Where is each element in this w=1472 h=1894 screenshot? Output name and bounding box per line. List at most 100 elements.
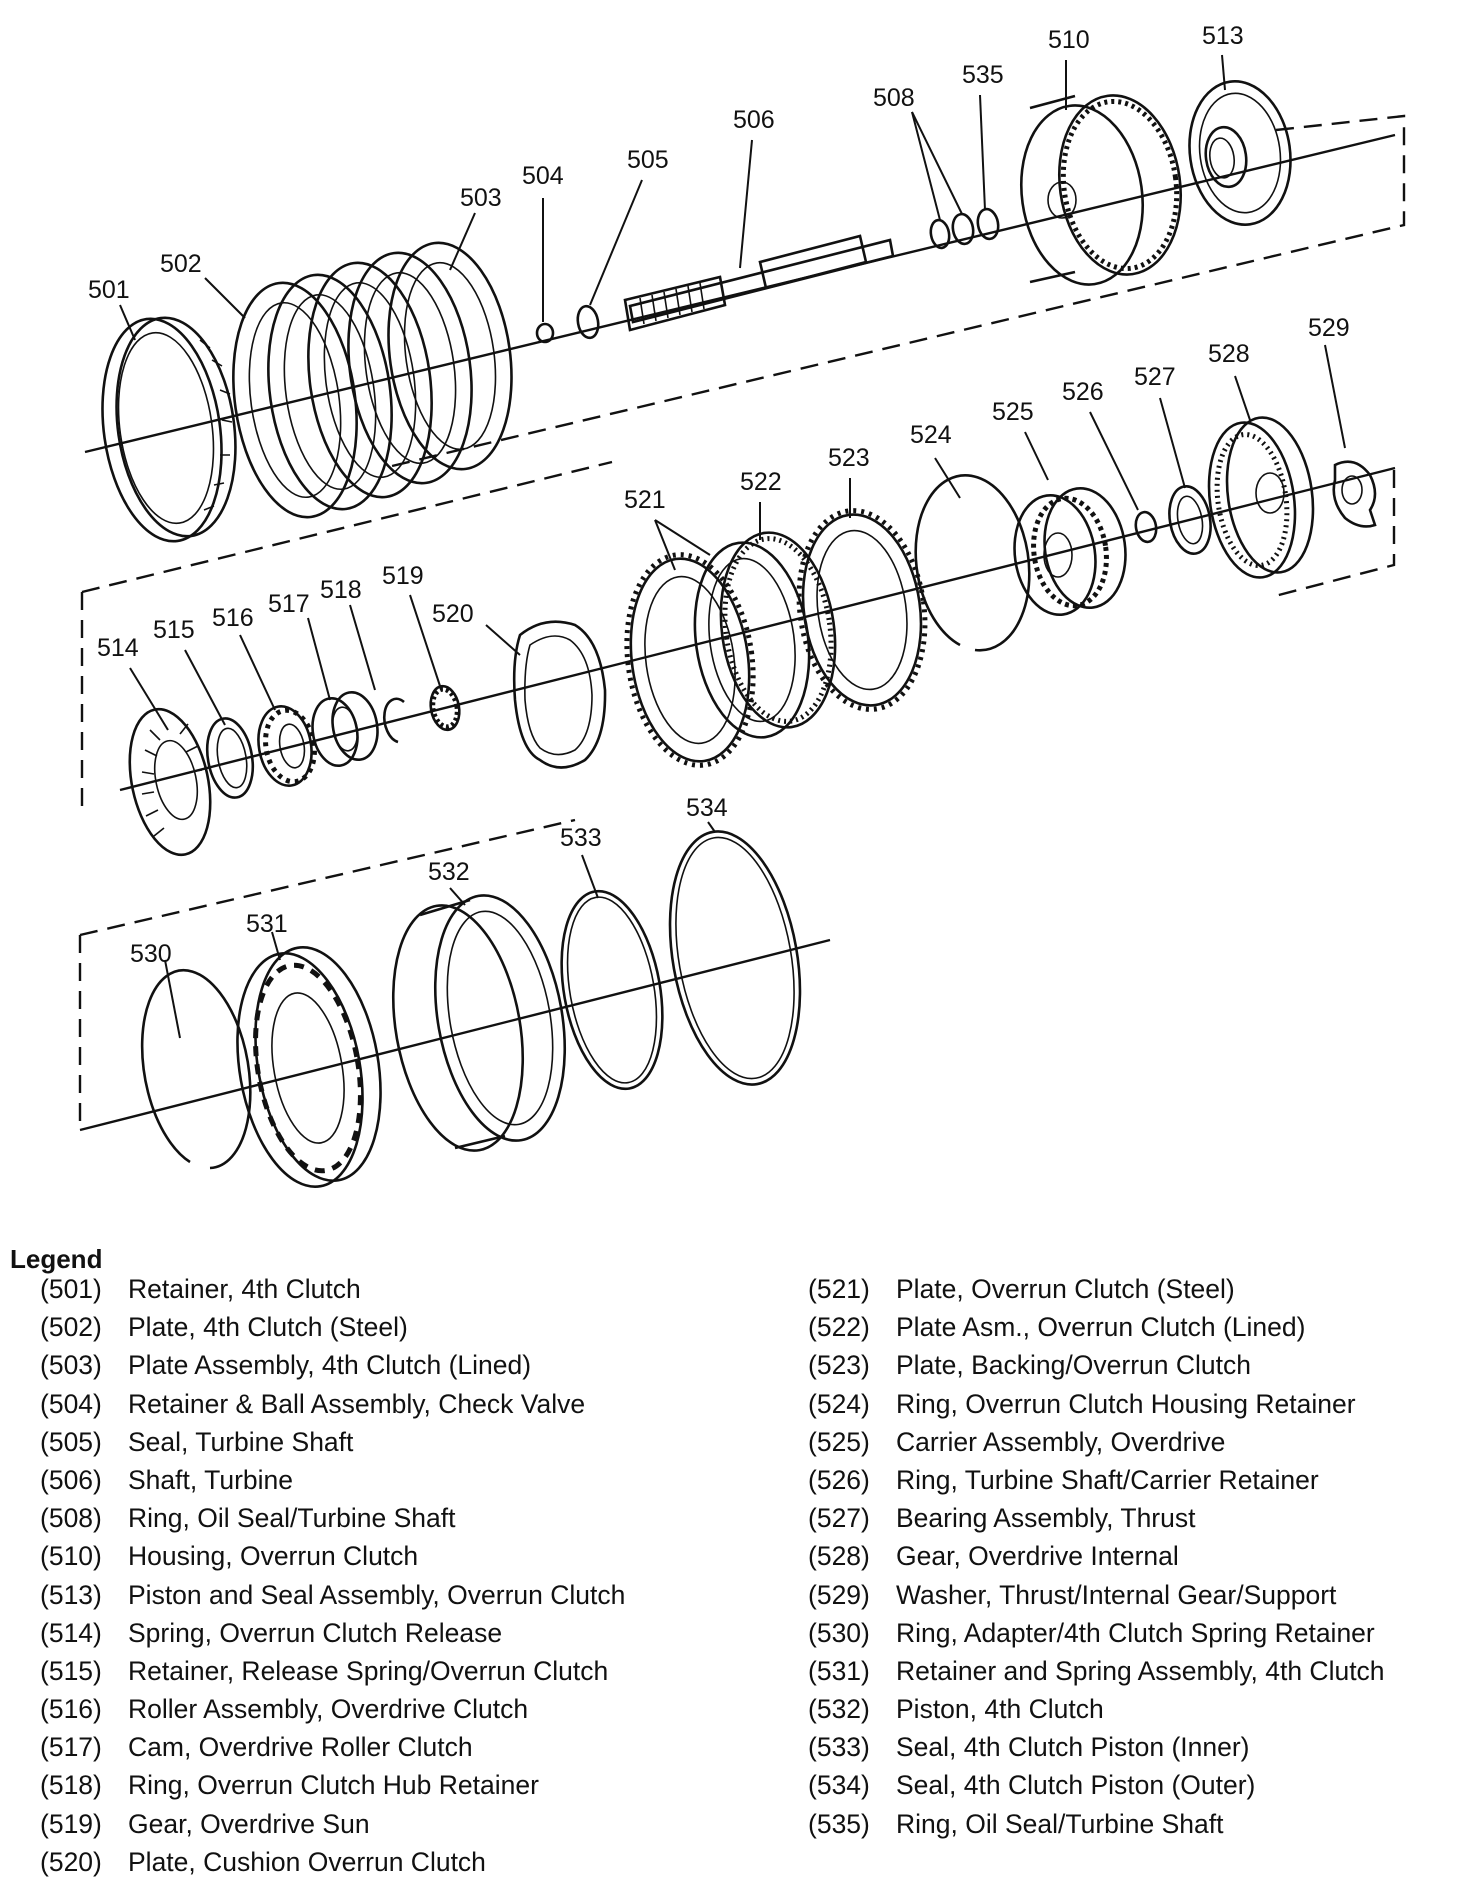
legend-item: (529)Washer, Thrust/Internal Gear/Suppor… bbox=[808, 1576, 1385, 1614]
legend-item-number: (535) bbox=[808, 1808, 870, 1839]
legend-item-number: (502) bbox=[40, 1312, 102, 1343]
legend-item-number: (527) bbox=[808, 1503, 870, 1534]
legend-item-text: Gear, Overdrive Sun bbox=[128, 1808, 370, 1839]
legend-item-text: Retainer & Ball Assembly, Check Valve bbox=[128, 1388, 586, 1419]
legend-item-text: Gear, Overdrive Internal bbox=[896, 1541, 1179, 1572]
callout-526: 526 bbox=[1062, 378, 1104, 406]
legend-item-text: Ring, Adapter/4th Clutch Spring Retainer bbox=[896, 1617, 1375, 1648]
legend-item: (506)Shaft, Turbine bbox=[40, 1461, 625, 1499]
legend-item-text: Retainer, Release Spring/Overrun Clutch bbox=[128, 1655, 609, 1686]
part-533-inner-piston-seal bbox=[560, 889, 664, 1091]
legend-item-number: (525) bbox=[808, 1426, 870, 1457]
legend-item-text: Plate, Cushion Overrun Clutch bbox=[128, 1846, 486, 1877]
legend-item: (504)Retainer & Ball Assembly, Check Val… bbox=[40, 1385, 625, 1423]
legend-item: (517)Cam, Overdrive Roller Clutch bbox=[40, 1728, 625, 1766]
callout-501: 501 bbox=[88, 276, 130, 304]
legend: Legend (501)Retainer, 4th Clutch(502)Pla… bbox=[0, 1240, 1472, 1880]
callout-516: 516 bbox=[212, 604, 254, 632]
part-530-spring-retainer-ring bbox=[140, 969, 252, 1170]
legend-item: (518) Ring, Overrun Clutch Hub Retainer bbox=[40, 1766, 625, 1804]
callout-513: 513 bbox=[1202, 22, 1244, 50]
callout-518: 518 bbox=[320, 576, 362, 604]
part-517-overdrive-roller-cam bbox=[311, 690, 379, 768]
callout-517: 517 bbox=[268, 590, 310, 618]
part-529-thrust-washer bbox=[1332, 460, 1377, 528]
callout-523: 523 bbox=[828, 444, 870, 472]
legend-item-text: Washer, Thrust/Internal Gear/Support bbox=[896, 1579, 1337, 1610]
legend-item: (522) Plate Asm., Overrun Clutch (Lined) bbox=[808, 1308, 1385, 1346]
legend-item-text: Retainer, 4th Clutch bbox=[128, 1274, 361, 1304]
part-519-overdrive-sun-gear bbox=[429, 684, 461, 732]
legend-item-number: (526) bbox=[808, 1464, 870, 1495]
legend-item-text: Plate, 4th Clutch (Steel) bbox=[128, 1312, 408, 1343]
callout-505: 505 bbox=[627, 146, 669, 174]
legend-item-number: (524) bbox=[808, 1388, 870, 1419]
callout-502: 502 bbox=[160, 250, 202, 278]
part-514-release-spring bbox=[128, 707, 212, 857]
legend-item: (521)Plate, Overrun Clutch (Steel) bbox=[808, 1270, 1385, 1308]
legend-item-text: Carrier Assembly, Overdrive bbox=[896, 1426, 1226, 1457]
callout-529: 529 bbox=[1308, 314, 1350, 342]
part-516-roller-assembly bbox=[257, 705, 317, 787]
legend-item-text: Piston and Seal Assembly, Overrun Clutch bbox=[128, 1579, 626, 1610]
legend-item: (523)Plate, Backing/Overrun Clutch bbox=[808, 1346, 1385, 1384]
legend-item: (510)Housing, Overrun Clutch bbox=[40, 1537, 625, 1575]
callout-510: 510 bbox=[1048, 26, 1090, 54]
legend-item: (524) Ring, Overrun Clutch Housing Retain… bbox=[808, 1385, 1385, 1423]
callout-535: 535 bbox=[962, 61, 1004, 89]
part-508-535-oil-seal-rings bbox=[929, 207, 1000, 250]
callout-531: 531 bbox=[246, 910, 288, 938]
legend-item-text: Spring, Overrun Clutch Release bbox=[128, 1617, 503, 1648]
legend-item-text: Plate Asm., Overrun Clutch (Lined) bbox=[896, 1312, 1306, 1343]
legend-item-text: Ring, Overrun Clutch Hub Retainer bbox=[128, 1770, 539, 1801]
legend-item-text: Ring, Overrun Clutch Housing Retainer bbox=[896, 1388, 1356, 1419]
legend-item-number: (530) bbox=[808, 1617, 870, 1648]
legend-item-number: (520) bbox=[40, 1846, 102, 1877]
legend-item: (525) Carrier Assembly, Overdrive bbox=[808, 1423, 1385, 1461]
row3-axis bbox=[78, 818, 831, 1132]
legend-item-text: Roller Assembly, Overdrive Clutch bbox=[128, 1694, 529, 1725]
legend-item-text: Ring, Oil Seal/Turbine Shaft bbox=[128, 1503, 456, 1534]
row1-axis bbox=[84, 114, 1406, 468]
legend-item: (526) Ring, Turbine Shaft/Carrier Retaine… bbox=[808, 1461, 1385, 1499]
callout-527: 527 bbox=[1134, 363, 1176, 391]
legend-item: (514) Spring, Overrun Clutch Release bbox=[40, 1614, 625, 1652]
part-532-4th-clutch-piston bbox=[391, 894, 567, 1152]
legend-item-number: (514) bbox=[40, 1617, 102, 1648]
callout-530: 530 bbox=[130, 940, 172, 968]
part-526-carrier-retainer-ring bbox=[1134, 510, 1158, 544]
legend-item: (530) Ring, Adapter/4th Clutch Spring Ret… bbox=[808, 1614, 1385, 1652]
legend-item: (503)Plate Assembly, 4th Clutch (Lined) bbox=[40, 1346, 625, 1384]
legend-item-number: (505) bbox=[40, 1426, 102, 1457]
legend-item-text: Ring, Oil Seal/Turbine Shaft bbox=[896, 1808, 1224, 1839]
legend-item-number: (515) bbox=[40, 1655, 102, 1686]
part-524-housing-retainer-ring bbox=[914, 474, 1031, 652]
legend-item-text: Ring, Turbine Shaft/Carrier Retainer bbox=[896, 1464, 1319, 1495]
legend-item: (527)Bearing Assembly, Thrust bbox=[808, 1499, 1385, 1537]
callout-515: 515 bbox=[153, 616, 195, 644]
callout-504: 504 bbox=[522, 162, 564, 190]
callout-525: 525 bbox=[992, 398, 1034, 426]
legend-item-text: Seal, 4th Clutch Piston (Outer) bbox=[896, 1770, 1256, 1801]
legend-item: (520) Plate, Cushion Overrun Clutch bbox=[40, 1843, 625, 1881]
legend-item-number: (513) bbox=[40, 1579, 102, 1610]
part-525-overdrive-carrier bbox=[1013, 487, 1127, 616]
legend-item-number: (523) bbox=[808, 1350, 870, 1381]
part-531-spring-assembly bbox=[236, 946, 382, 1188]
callout-506: 506 bbox=[733, 106, 775, 134]
legend-item: (502) Plate, 4th Clutch (Steel) bbox=[40, 1308, 625, 1346]
legend-item-text: Retainer and Spring Assembly, 4th Clutch bbox=[896, 1655, 1385, 1686]
part-504-check-valve bbox=[535, 322, 555, 344]
legend-column-left: (501)Retainer, 4th Clutch(502)Plate, 4th… bbox=[40, 1270, 625, 1881]
legend-item-number: (532) bbox=[808, 1694, 870, 1725]
legend-item-text: Plate Assembly, 4th Clutch (Lined) bbox=[128, 1350, 532, 1381]
legend-item-number: (522) bbox=[808, 1312, 870, 1343]
legend-item: (513) Piston and Seal Assembly, Overrun C… bbox=[40, 1576, 625, 1614]
legend-item: (531)Retainer and Spring Assembly, 4th C… bbox=[808, 1652, 1385, 1690]
callout-528: 528 bbox=[1208, 340, 1250, 368]
legend-item-number: (518) bbox=[40, 1770, 102, 1801]
legend-item-text: Cam, Overdrive Roller Clutch bbox=[128, 1732, 473, 1763]
callout-532: 532 bbox=[428, 858, 470, 886]
part-518-hub-retainer-ring bbox=[383, 697, 405, 744]
legend-item-number: (516) bbox=[40, 1694, 102, 1725]
